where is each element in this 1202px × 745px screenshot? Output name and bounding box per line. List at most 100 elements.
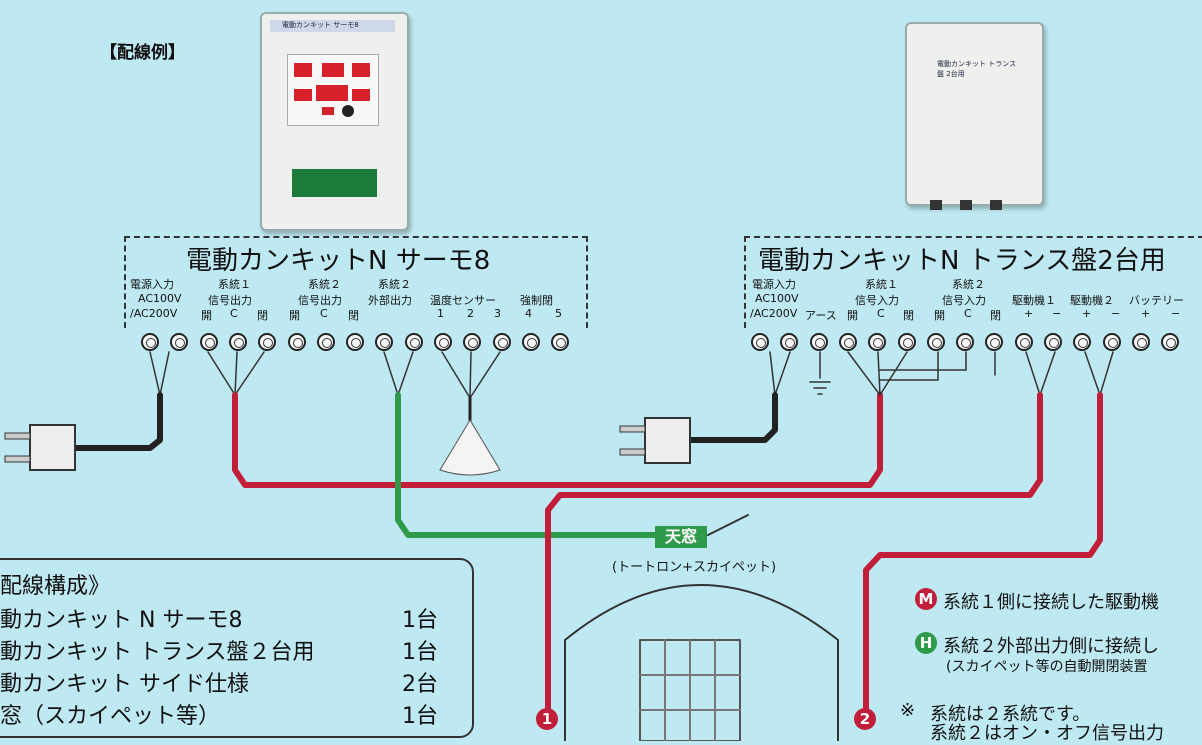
temperature-sensor-icon [439, 419, 501, 476]
p2-l3-open2: 開 [934, 309, 945, 322]
terminal-screw-icon [258, 333, 277, 351]
p2-sub-battery: バッテリー [1129, 294, 1184, 307]
terminal-screw-icon [956, 333, 975, 351]
p1-group-sys2: 系統２ [308, 278, 341, 291]
p2-sub-drive1: 駆動機１ [1012, 294, 1056, 307]
terminal-screw-icon [434, 333, 452, 351]
p1-sub-ext: 外部出力 [368, 294, 412, 307]
transformer-panel-title: 電動カンキットN トランス盤2台用 [752, 240, 1172, 277]
terminal-screw-icon [492, 333, 511, 351]
note-h-sub: (スカイペット等の自動開閉装置 [946, 659, 1148, 675]
p1-l3-ac200: /AC200V [130, 307, 178, 320]
device1-small-title: 電動カンキット サーモ8 [282, 21, 359, 29]
composition-title: 配線構成》 [0, 574, 111, 599]
p1-sensor-5: 5 [555, 307, 562, 320]
composition-item-4-qty: 1台 [402, 704, 438, 729]
p1-l3-close1: 閉 [257, 309, 268, 322]
p2-sub-sig1: 信号入力 [855, 294, 899, 307]
wire-badge-1: 1 [536, 708, 558, 730]
skylight-label: 天窓 [655, 526, 707, 548]
p2-sub-ac100: AC100V [755, 292, 799, 305]
composition-item-1-qty: 1台 [402, 608, 438, 633]
tooton-label: (トートロン+スカイペット) [612, 560, 777, 575]
power-plug-right-icon [619, 417, 691, 464]
terminal-screw-icon [199, 333, 218, 351]
p2-sub-drive2: 駆動機２ [1070, 294, 1114, 307]
p2-l3-open1: 開 [847, 309, 858, 322]
p1-sensor-1: 1 [437, 307, 444, 320]
terminal-screw-icon [1161, 333, 1180, 351]
p2-pol-2: − [1052, 307, 1062, 320]
p1-l3-open1: 開 [201, 309, 212, 322]
terminal-screw-icon [809, 333, 828, 351]
note-mark: ※ [900, 700, 916, 721]
p2-group-power: 電源入力 [752, 278, 796, 291]
terminal-screw-icon [228, 333, 247, 351]
wiring-composition-box: 配線構成》 動カンキット N サーモ8 1台 動カンキット トランス盤２台用 1… [0, 558, 474, 738]
device-top-strip [270, 20, 395, 32]
p1-group-power: 電源入力 [130, 278, 174, 291]
composition-item-1-name: 動カンキット N サーモ8 [0, 608, 243, 633]
terminal-screw-icon [926, 333, 945, 351]
section-label: 【配線例】 [100, 43, 185, 63]
composition-item-2-qty: 1台 [402, 640, 438, 665]
terminal-screw-icon [316, 333, 335, 351]
p2-pol-3: + [1082, 307, 1092, 320]
p1-l3-open2: 開 [289, 309, 300, 322]
terminal-screw-icon [868, 333, 887, 351]
p1-sensor-2: 2 [467, 307, 474, 320]
terminal-screw-icon [1044, 333, 1062, 351]
terminal-screw-icon [141, 333, 159, 351]
note-line-1: 系統は２系統です。 [930, 704, 1091, 725]
p2-l3-ac200: /AC200V [750, 307, 798, 320]
p2-l3-c2: C [964, 307, 972, 320]
device2-small-title: 電動カンキット トランス盤 2台用 [937, 60, 1017, 78]
p1-sensor-3: 3 [494, 307, 501, 320]
composition-item-3-name: 動カンキット サイド仕様 [0, 672, 249, 697]
p2-pol-1: + [1024, 307, 1034, 320]
composition-item-3-qty: 2台 [402, 672, 438, 697]
terminal-screw-icon [404, 333, 423, 351]
transformer-panel [744, 236, 1202, 328]
terminal-screw-icon [170, 333, 189, 351]
p2-l3-c1: C [877, 307, 885, 320]
p1-sub-ac100: AC100V [138, 292, 182, 305]
p1-sub-force: 強制閉 [520, 294, 553, 307]
p1-l3-c1: C [230, 307, 238, 320]
composition-item-4-name: 窓（スカイペット等） [0, 704, 221, 729]
p1-sub-sensor: 温度センサー [430, 294, 496, 307]
thermo8-device-image: 電動カンキット サーモ8 [260, 12, 409, 231]
p2-l3-earth: アース [805, 309, 837, 322]
terminal-screw-icon [346, 333, 365, 351]
p2-sub-sig2: 信号入力 [942, 294, 986, 307]
wire-badge-2: 2 [854, 708, 876, 730]
p1-group-sys2b: 系統２ [378, 278, 411, 291]
p1-sub-sig1: 信号出力 [208, 294, 252, 307]
terminal-screw-icon [521, 333, 540, 351]
terminal-screw-icon [985, 333, 1004, 351]
terminal-screw-icon [1131, 333, 1150, 351]
p1-sensor-4: 4 [525, 307, 532, 320]
h-badge-icon: H [915, 632, 937, 654]
terminal-screw-icon [463, 333, 482, 351]
p2-pol-4: − [1111, 307, 1121, 320]
transformer-device-image: 電動カンキット トランス盤 2台用 [905, 22, 1044, 206]
device1-terminal-block [292, 169, 377, 197]
terminal-screw-icon [780, 333, 799, 351]
note-line-2: 系統２はオン・オフ信号出力 [930, 723, 1164, 744]
m-badge-icon: M [915, 588, 937, 610]
terminal-screw-icon [751, 333, 769, 351]
terminal-screw-icon [287, 333, 306, 351]
thermo8-panel [124, 236, 588, 328]
p2-pol-6: − [1171, 307, 1181, 320]
terminal-screw-icon [1014, 333, 1033, 351]
p1-sub-sig2: 信号出力 [298, 294, 342, 307]
p1-l3-close2: 閉 [348, 309, 359, 322]
note-h-text: 系統２外部出力側に接続し [943, 636, 1159, 657]
power-plug-left-icon [4, 424, 76, 471]
terminal-screw-icon [838, 333, 857, 351]
composition-item-2-name: 動カンキット トランス盤２台用 [0, 640, 315, 665]
p1-l3-c2: C [320, 307, 328, 320]
p2-group-sys2: 系統２ [952, 278, 985, 291]
